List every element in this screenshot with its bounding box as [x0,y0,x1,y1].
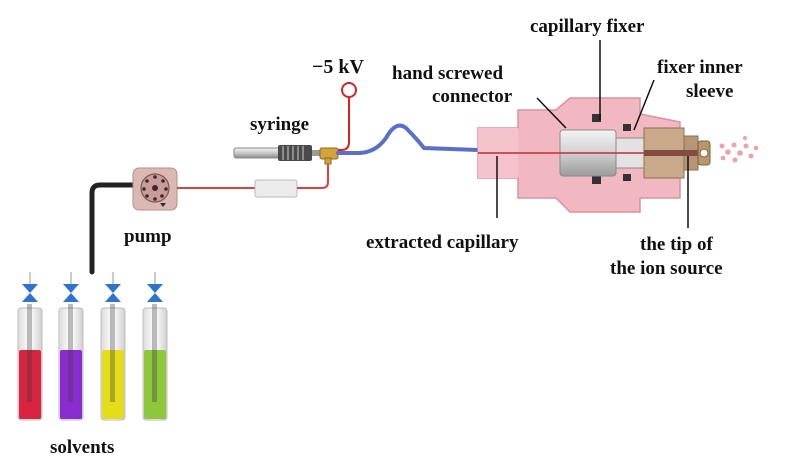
extracted-capillary-tubing [336,123,480,155]
voltage-terminal-icon [341,82,357,98]
solvent-liquid [102,350,124,419]
tip-of-ion-source-label-line1: the tip of [640,234,714,255]
solvent-bottle [58,272,84,421]
solvent-bottle [142,272,168,421]
solvent-liquid [60,350,82,419]
solvent-liquid [19,350,41,419]
valve-icon [105,284,121,302]
inline-filter [254,179,298,198]
solvent-bottle [100,272,126,421]
extracted-capillary-label: extracted capillary [366,232,519,253]
syringe [233,145,320,161]
tip-of-ion-source-label-line2: the ion source [610,258,723,279]
high-voltage-wire [338,98,350,151]
fixer-inner-sleeve-label-line2: sleeve [686,81,733,102]
syringe-label: syringe [250,114,309,135]
filter-to-tee-tubing [297,158,329,189]
tee-junction [319,147,339,165]
ion-source-tip [697,140,711,166]
solvent-tubing [89,182,143,275]
valve-icon [147,284,163,302]
pump [132,167,178,211]
valve-icon [22,284,38,302]
pump-label: pump [124,226,172,247]
valve-icon [63,284,79,302]
connector-callout-line [536,97,567,129]
solvent-bottles [17,272,168,421]
capillary-fixer-label: capillary fixer [530,16,645,37]
voltage-label: −5 kV [312,56,365,78]
sleeve-callout-line [633,79,655,131]
fixer-inner-sleeve-label-line1: fixer inner [657,57,743,78]
spray-droplets [719,136,759,163]
hand-screwed-connector-label-line2: connector [432,86,513,107]
solvent-bottle [17,272,43,421]
solvent-liquid [144,350,166,419]
hand-screwed-connector-label-line1: hand screwed [392,63,503,84]
solvents-label: solvents [50,437,114,458]
